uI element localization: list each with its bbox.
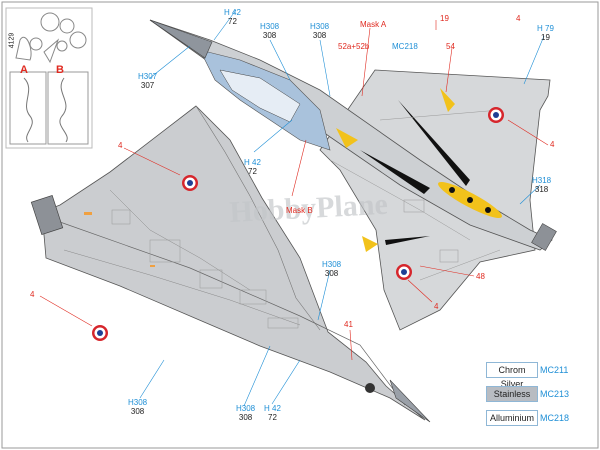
callout-4-left-mid: 4	[30, 290, 35, 299]
topside-view	[149, 19, 557, 331]
callout-41: 41	[344, 320, 353, 329]
callout-19: 19	[440, 14, 449, 23]
callout-4-top: 4	[516, 14, 521, 23]
legend-code: MC218	[540, 413, 570, 423]
roundel-top-wing-right	[488, 107, 504, 123]
blue-leader-lines	[139, 9, 545, 407]
roundel-underside-lower	[92, 325, 108, 341]
underside-view	[30, 105, 431, 423]
canopy-mask-panel	[5, 7, 93, 149]
callout-mask-a: Mask A	[360, 20, 387, 29]
mask-part-number: 4129	[8, 32, 16, 49]
roundel-underside-upper	[182, 175, 198, 191]
legend-code: MC211	[540, 365, 569, 375]
callout-4-right: 4	[550, 140, 555, 149]
legend-swatch: Chrom Silver	[486, 362, 538, 389]
callout-4-bottom: 4	[434, 302, 439, 311]
legend-swatch: Stainless	[486, 386, 538, 402]
callout-mask-b: Mask B	[286, 206, 313, 215]
red-leader-lines	[39, 20, 549, 361]
roundel-top-wing-left	[396, 264, 412, 280]
mask-letter-a: A	[20, 64, 28, 76]
callout-48: 48	[476, 272, 485, 281]
callout-4-left-top: 4	[118, 141, 123, 150]
callout-52a-52b: 52a+52b	[338, 42, 370, 51]
callout-54: 54	[446, 42, 455, 51]
legend-swatch: Alluminium	[486, 410, 538, 426]
mask-letter-b: B	[56, 64, 64, 76]
legend-code: MC213	[540, 389, 570, 399]
callout-mc218-top: MC218	[392, 42, 418, 51]
